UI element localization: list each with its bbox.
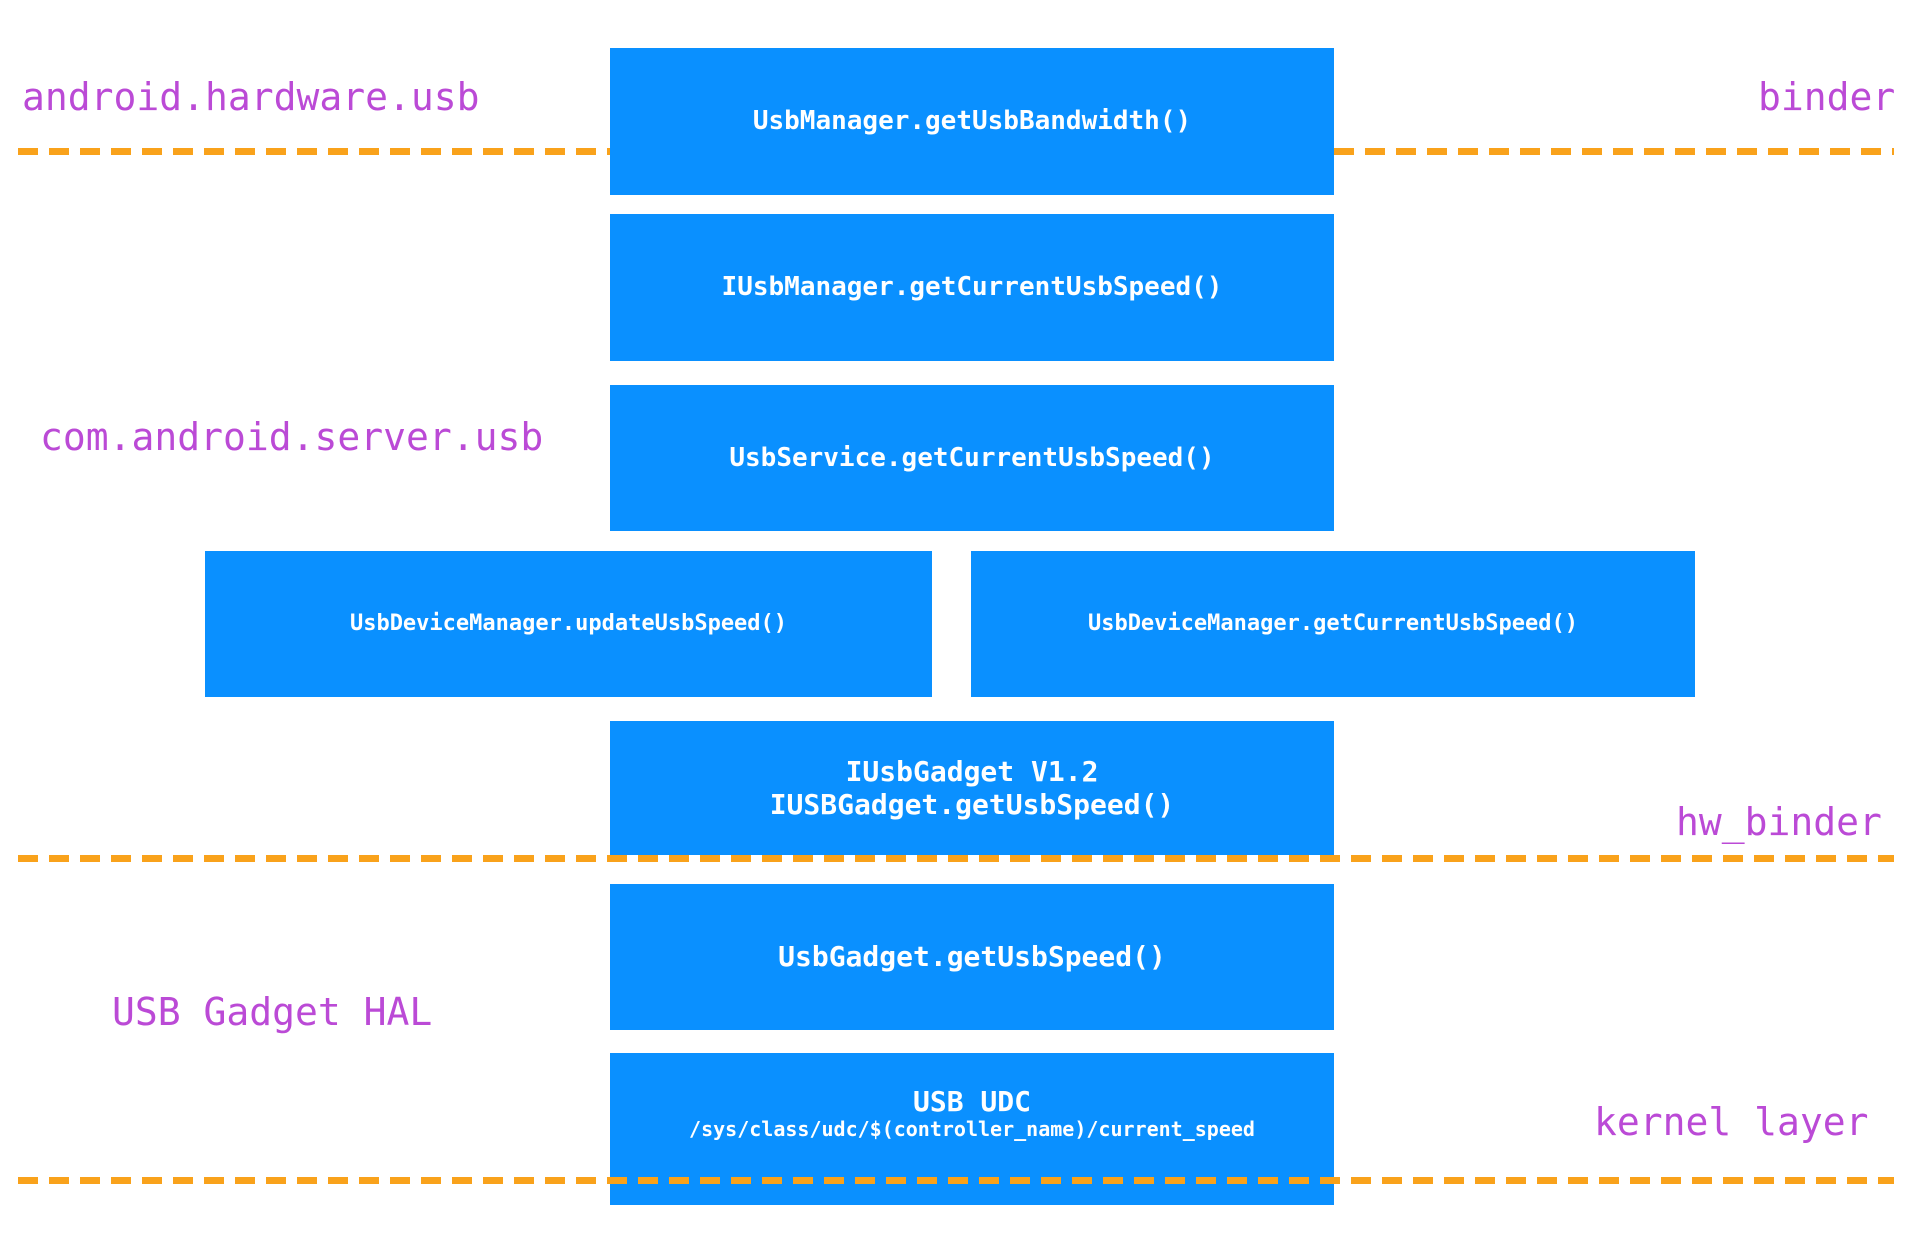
box-label-line2: IUSBGadget.getUsbSpeed() — [769, 788, 1175, 821]
label-android-hardware-usb: android.hardware.usb — [22, 75, 480, 119]
label-hw-binder: hw_binder — [1676, 800, 1882, 844]
box-iusbmanager-getcurrentusbspeed[interactable]: IUsbManager.getCurrentUsbSpeed() — [610, 214, 1334, 361]
box-label-line1: UsbManager.getUsbBandwidth() — [752, 106, 1192, 137]
box-usbmanager-getusbbandwidth[interactable]: UsbManager.getUsbBandwidth() — [610, 48, 1334, 195]
binder-divider-right-line — [1334, 148, 1894, 155]
box-label-line1: IUsbManager.getCurrentUsbSpeed() — [721, 272, 1223, 303]
hw-binder-divider-line — [18, 855, 1894, 862]
box-usbgadget-getusbspeed[interactable]: UsbGadget.getUsbSpeed() — [610, 884, 1334, 1030]
label-com-android-server-usb: com.android.server.usb — [40, 415, 544, 459]
box-usbdevicemanager-getcurrentusbspeed[interactable]: UsbDeviceManager.getCurrentUsbSpeed() — [971, 551, 1695, 697]
box-label-line1: UsbService.getCurrentUsbSpeed() — [729, 442, 1215, 473]
label-kernel-layer: kernel layer — [1594, 1100, 1869, 1144]
box-label-line1: IUsbGadget V1.2 — [845, 754, 1099, 788]
kernel-layer-divider-line — [18, 1177, 1894, 1184]
box-label-line2: /sys/class/udc/$(controller_name)/curren… — [689, 1117, 1255, 1142]
label-usb-gadget-hal: USB Gadget HAL — [112, 990, 433, 1034]
box-iusbgadget[interactable]: IUsbGadget V1.2 IUSBGadget.getUsbSpeed() — [610, 721, 1334, 855]
box-label-line1: USB UDC — [912, 1085, 1031, 1118]
box-usbdevicemanager-updateusbspeed[interactable]: UsbDeviceManager.updateUsbSpeed() — [205, 551, 932, 697]
box-label-line1: UsbGadget.getUsbSpeed() — [778, 940, 1166, 974]
box-label-line1: UsbDeviceManager.getCurrentUsbSpeed() — [1087, 611, 1579, 637]
binder-divider-left-line — [18, 148, 610, 155]
box-label-line1: UsbDeviceManager.updateUsbSpeed() — [349, 611, 788, 637]
box-usbservice-getcurrentusbspeed[interactable]: UsbService.getCurrentUsbSpeed() — [610, 385, 1334, 531]
label-binder: binder — [1758, 75, 1896, 119]
